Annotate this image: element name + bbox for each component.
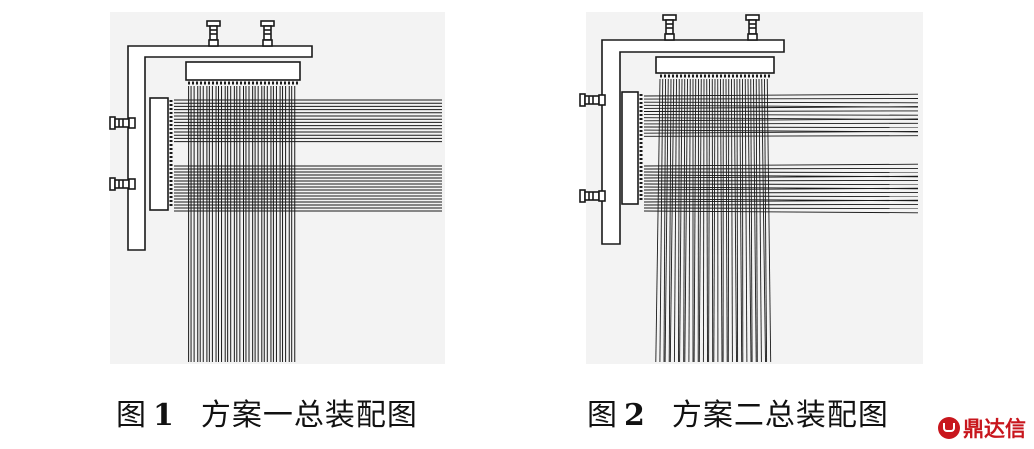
vertical-fibre (758, 78, 762, 363)
side-header-plate-2 (621, 91, 639, 205)
side-screw-upper-2 (579, 93, 606, 107)
horizontal-fibre (643, 110, 919, 112)
vertical-fibre (708, 78, 710, 363)
horizontal-fibre (643, 210, 919, 214)
vertical-fibre (668, 78, 672, 363)
mounting-bracket-2 (601, 39, 785, 245)
top-screw-right (260, 20, 275, 47)
vertical-fibre (693, 78, 697, 363)
vertical-fibre (747, 78, 752, 363)
horizontal-fibre (643, 207, 919, 210)
vertical-fibre (688, 78, 691, 363)
vertical-fibre (678, 78, 680, 363)
horizontal-fibre (643, 93, 919, 97)
vertical-fibre (664, 78, 669, 363)
horizontal-fibre (643, 167, 919, 170)
vertical-fibre (663, 78, 666, 363)
horizontal-fibre (643, 163, 919, 167)
horizontal-fibre (643, 175, 919, 179)
vertical-fibre (753, 78, 757, 363)
horizontal-fibre (643, 135, 919, 137)
vertical-fibre (750, 78, 753, 363)
vertical-fibre (679, 78, 683, 363)
side-screw-lower-2 (579, 189, 606, 203)
top-header-plate (185, 61, 301, 81)
horizontal-fibre (643, 183, 919, 186)
horizontal-fibre (643, 98, 919, 100)
vertical-fibre (684, 78, 688, 363)
horizontal-fibre (643, 199, 919, 203)
horizontal-fibre (643, 114, 919, 116)
horizontal-fibre (643, 130, 919, 134)
vertical-fibre (739, 78, 743, 363)
vertical-fibre (655, 78, 661, 363)
figure-1-title: 方案一总装配图 (200, 398, 418, 433)
horizontal-fibre (643, 187, 919, 191)
top-screw-left-2 (662, 14, 677, 41)
vertical-fibre (720, 78, 723, 363)
horizontal-fibre (643, 203, 919, 206)
vertical-fibre (706, 78, 708, 363)
horizontal-fibre (643, 195, 919, 198)
mounting-bracket (127, 45, 313, 251)
vertical-fibre (702, 78, 705, 363)
vertical-fibre (659, 78, 664, 363)
tripod-logo-icon (938, 417, 960, 439)
horizontal-fibre (643, 118, 919, 122)
figure-1-number: 1 (153, 398, 175, 433)
watermark: 鼎达信 (938, 413, 1026, 443)
side-screw-lower (109, 177, 136, 191)
vertical-fibre (733, 78, 737, 363)
horizontal-fibre (643, 122, 919, 125)
top-screw-left (206, 20, 221, 47)
vertical-fibre (764, 78, 768, 363)
horizontal-fibre (643, 171, 919, 174)
top-header-plate-2 (655, 56, 775, 74)
vertical-fibre (725, 78, 728, 363)
horizontal-fibre (643, 126, 919, 129)
vertical-fibre (731, 78, 733, 363)
figure-2-title: 方案二总装配图 (671, 398, 889, 433)
vertical-fibre (744, 78, 748, 363)
side-screw-upper (109, 116, 136, 130)
horizontal-fibre (643, 191, 919, 194)
figure-1-label: 图 (116, 398, 147, 433)
watermark-text: 鼎达信 (963, 417, 1026, 441)
vertical-fibre (761, 78, 766, 363)
horizontal-fibre (643, 101, 919, 104)
vertical-fibre (673, 78, 677, 363)
vertical-fibre (755, 78, 758, 363)
vertical-fibre (713, 78, 716, 363)
vertical-fibre (669, 78, 675, 363)
side-header-plate (149, 97, 169, 211)
horizontal-fibre (643, 106, 919, 109)
horizontal-fibre (643, 179, 919, 182)
vertical-fibre (698, 78, 702, 363)
vertical-fibre (683, 78, 686, 363)
vertical-fibre (736, 78, 739, 363)
figure-2-label: 图 (587, 398, 618, 433)
top-screw-right-2 (745, 14, 760, 41)
figure-2-number: 2 (624, 398, 646, 433)
vertical-fibre (766, 78, 772, 363)
